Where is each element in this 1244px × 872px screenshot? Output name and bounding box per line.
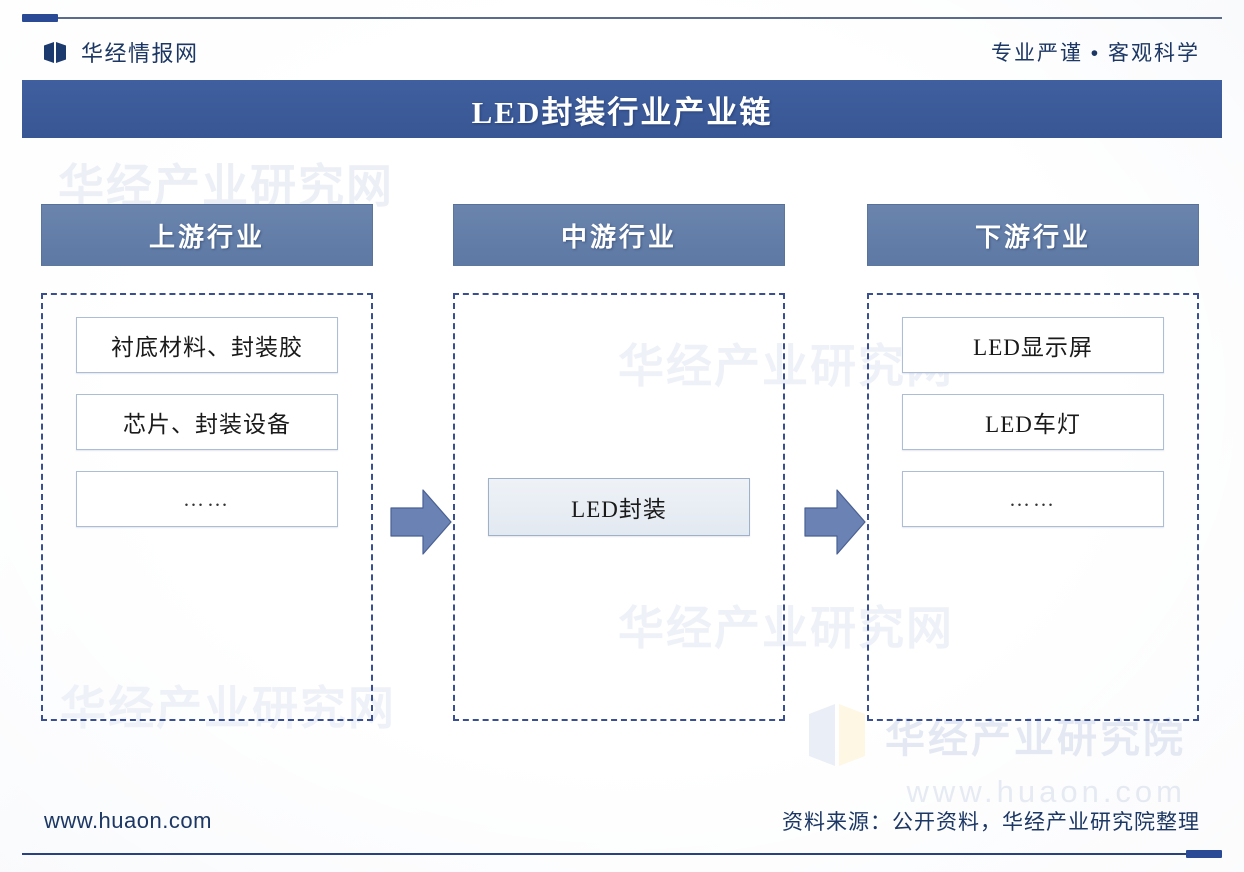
column-header-label: 中游行业 (560, 222, 677, 252)
top-rule (22, 14, 1222, 22)
brand-bar: 华经情报网 专业严谨 • 客观科学 (22, 26, 1222, 78)
list-item-label: LED显示屏 (973, 335, 1093, 360)
column-header-midstream: 中游行业 (453, 204, 785, 266)
brand-left-group: 华经情报网 (42, 36, 199, 68)
arrow-right-icon (804, 489, 866, 555)
column-downstream: 下游行业 LED显示屏 LED车灯 …… (867, 204, 1199, 721)
list-item[interactable]: LED车灯 (902, 394, 1164, 450)
column-header-label: 下游行业 (974, 222, 1091, 252)
footer-url[interactable]: www.huaon.com (44, 808, 212, 833)
footer-source: 资料来源：公开资料，华经产业研究院整理 (782, 811, 1200, 834)
list-item-label: LED车灯 (985, 412, 1081, 437)
list-item[interactable]: …… (76, 471, 338, 527)
column-midstream: 中游行业 LED封装 (453, 204, 785, 721)
list-item-label: 芯片、封装设备 (123, 412, 291, 437)
top-rule-line (22, 17, 1222, 19)
list-item[interactable]: LED显示屏 (902, 317, 1164, 373)
bottom-rule-cap (1186, 850, 1222, 858)
list-item[interactable]: LED封装 (488, 478, 750, 536)
list-item[interactable]: 芯片、封装设备 (76, 394, 338, 450)
top-rule-cap (22, 14, 58, 22)
footer-bar: www.huaon.com 资料来源：公开资料，华经产业研究院整理 (22, 792, 1222, 850)
list-item-label: …… (183, 486, 231, 511)
column-header-downstream: 下游行业 (867, 204, 1199, 266)
column-body-midstream: LED封装 (453, 293, 785, 721)
list-item-label: LED封装 (571, 497, 667, 522)
page-title-bar: LED封装行业产业链 (22, 80, 1222, 138)
column-body-upstream: 衬底材料、封装胶 芯片、封装设备 …… (41, 293, 373, 721)
column-body-downstream: LED显示屏 LED车灯 …… (867, 293, 1199, 721)
bottom-rule (22, 850, 1222, 858)
column-upstream: 上游行业 衬底材料、封装胶 芯片、封装设备 …… (41, 204, 373, 721)
column-header-upstream: 上游行业 (41, 204, 373, 266)
huaon-book-logo-icon (44, 41, 66, 63)
arrow-right-icon (390, 489, 452, 555)
list-item[interactable]: 衬底材料、封装胶 (76, 317, 338, 373)
value-chain-diagram: 上游行业 衬底材料、封装胶 芯片、封装设备 …… 中游行业 L (22, 150, 1222, 790)
list-item-label: …… (1009, 486, 1057, 511)
page-title: LED封装行业产业链 (471, 94, 773, 130)
column-header-label: 上游行业 (148, 222, 265, 252)
list-item-label: 衬底材料、封装胶 (111, 335, 303, 360)
brand-name: 华经情报网 (81, 41, 199, 66)
brand-slogan: 专业严谨 • 客观科学 (990, 42, 1200, 65)
bottom-rule-line (22, 853, 1222, 855)
list-item[interactable]: …… (902, 471, 1164, 527)
